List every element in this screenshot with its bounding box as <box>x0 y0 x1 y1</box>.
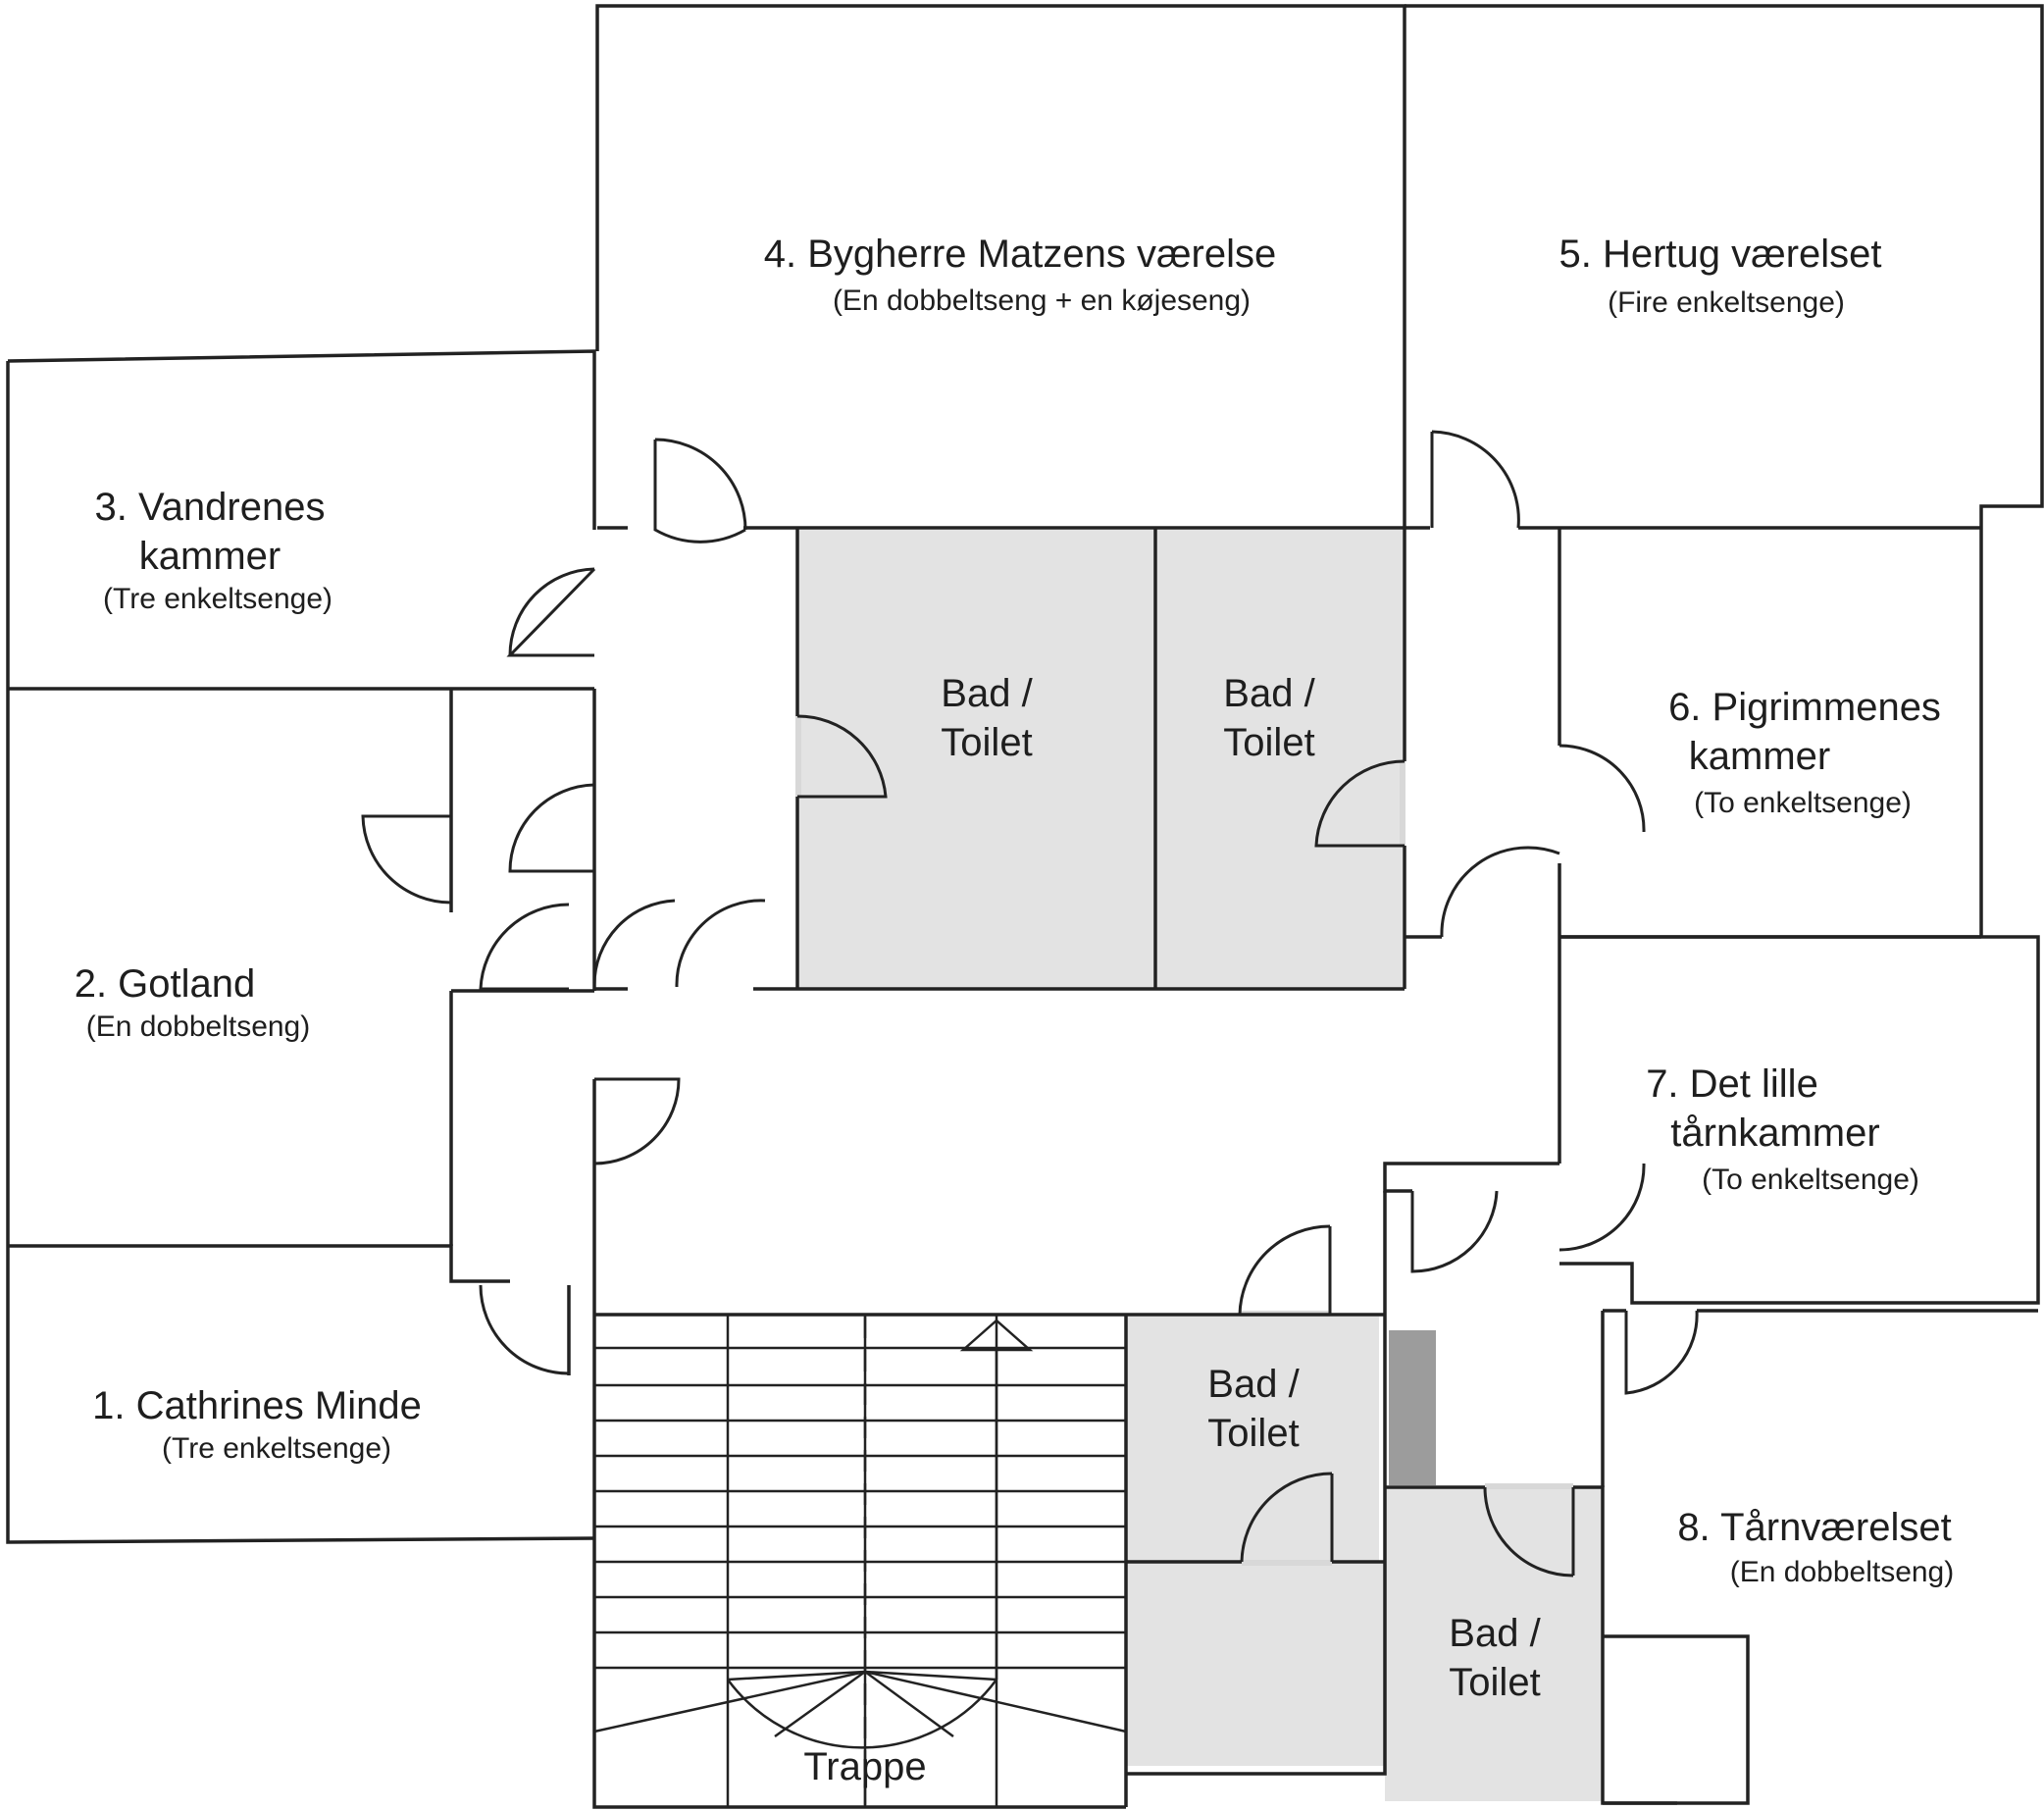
door-swing <box>1624 1310 1699 1395</box>
wall <box>592 1315 1126 1809</box>
bathroom-4-line2: Toilet <box>1449 1661 1540 1704</box>
room-6-name-line1: 6. Pigrimmenes <box>1668 686 1941 729</box>
door-swing <box>675 899 766 988</box>
door-swing <box>1314 759 1405 848</box>
door-swing <box>1431 430 1520 529</box>
bathroom-3-line1: Bad / <box>1207 1363 1300 1406</box>
door-swing <box>592 899 676 986</box>
room-labels: 1. Cathrines Minde (Tre enkeltsenge) 2. … <box>75 233 1955 1588</box>
door-swing <box>1410 1190 1499 1273</box>
room-4-beds: (En dobbeltseng + en køjeseng) <box>833 285 1251 317</box>
door-swing <box>508 783 595 873</box>
door-swing <box>796 714 888 799</box>
wall <box>1126 1313 1387 1776</box>
room-5-beds: (Fire enkeltsenge) <box>1608 286 1845 319</box>
door-swing <box>508 567 595 656</box>
bathroom-2-line1: Bad / <box>1223 672 1315 715</box>
door-swing <box>479 903 570 991</box>
room-7-name-line1: 7. Det lille <box>1646 1062 1818 1106</box>
staircase <box>593 1315 1127 1807</box>
wall <box>7 349 596 530</box>
wall <box>595 4 1406 528</box>
room-8-beds: (En dobbeltseng) <box>1730 1556 1955 1588</box>
door-swing <box>653 440 746 543</box>
room-7-name-line2: tårnkammer <box>1670 1112 1879 1155</box>
bath-fill-1 <box>797 530 1155 989</box>
doors <box>361 430 1699 1578</box>
door-swing <box>1559 744 1646 833</box>
bathroom-1-line2: Toilet <box>941 721 1032 764</box>
room-7-beds: (To enkeltsenge) <box>1702 1164 1919 1196</box>
stairs-label: Trappe <box>803 1745 926 1788</box>
room-2-beds: (En dobbeltseng) <box>86 1010 311 1043</box>
room-1-name: 1. Cathrines Minde <box>92 1384 422 1427</box>
bath-fill-4 <box>1126 1562 1384 1766</box>
room-6-name-line2: kammer <box>1689 735 1830 778</box>
door-swing <box>593 1077 681 1165</box>
bathroom-2-line2: Toilet <box>1223 721 1314 764</box>
bathroom-fills <box>795 530 1603 1801</box>
bathroom-1-line1: Bad / <box>941 672 1033 715</box>
door-swing <box>479 1284 571 1375</box>
door-sill <box>1242 1560 1332 1566</box>
room-2-name: 2. Gotland <box>75 962 256 1006</box>
wall <box>1405 4 2044 937</box>
stair-winder <box>593 1670 1127 1733</box>
bath-fill-5 <box>1385 1487 1603 1801</box>
bath-fill-2 <box>1155 530 1403 989</box>
room-4-name: 4. Bygherre Matzens værelse <box>764 233 1276 276</box>
door-swing <box>654 438 747 531</box>
door-swing <box>1440 846 1560 938</box>
room-3-name-line1: 3. Vandrenes <box>95 486 326 529</box>
wall <box>1559 935 2040 1305</box>
door-swing <box>1559 1163 1646 1252</box>
bathroom-3-line2: Toilet <box>1207 1412 1299 1455</box>
room-5-name: 5. Hertug værelset <box>1559 233 1881 276</box>
wall <box>6 361 595 1544</box>
room-8-name: 8. Tårnværelset <box>1677 1506 1951 1549</box>
wall <box>1383 1162 1559 1193</box>
room-3-name-line2: kammer <box>139 535 281 578</box>
door-swing <box>1483 1486 1574 1578</box>
walls <box>6 4 2044 1809</box>
room-6-beds: (To enkeltsenge) <box>1694 787 1912 819</box>
door-swing <box>361 814 452 905</box>
wall <box>8 1244 510 1283</box>
door-sill <box>1400 761 1405 846</box>
bathroom-4-line1: Bad / <box>1449 1612 1541 1655</box>
room-3-beds: (Tre enkeltsenge) <box>103 583 332 615</box>
stair-arc <box>726 1679 998 1749</box>
shaft-block <box>1389 1330 1436 1485</box>
door-swing <box>1238 1224 1331 1316</box>
door-sill <box>795 716 801 797</box>
room-1-beds: (Tre enkeltsenge) <box>162 1432 391 1465</box>
stair-arrow-icon <box>959 1319 1034 1352</box>
door-swing <box>1240 1472 1333 1563</box>
wall <box>1603 1634 1750 1805</box>
door-sill <box>1485 1483 1573 1489</box>
bathroom-labels: Bad / Toilet Bad / Toilet Bad / Toilet B… <box>941 672 1541 1704</box>
